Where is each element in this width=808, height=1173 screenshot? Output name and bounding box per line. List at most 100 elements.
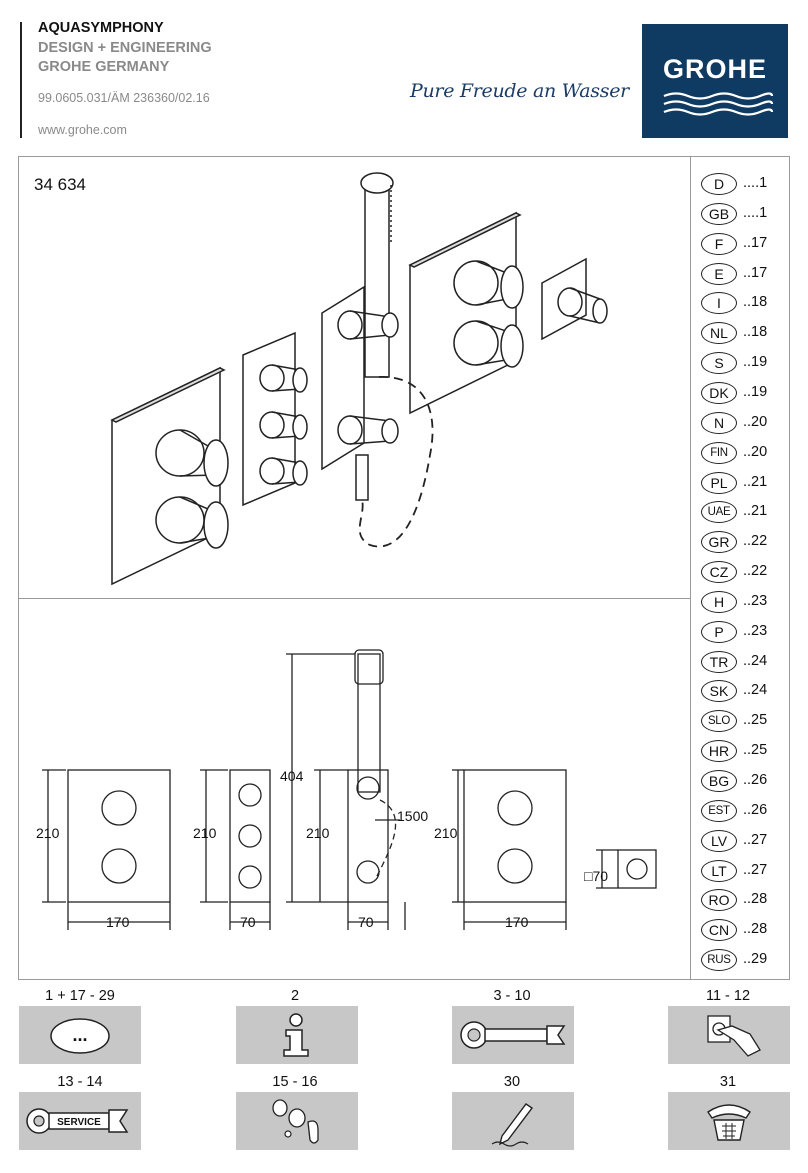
language-code-badge: CN: [701, 919, 737, 942]
ellipsis-speech-icon: ...: [50, 1018, 110, 1054]
general-section-tile[interactable]: ...: [19, 1006, 141, 1064]
language-page-number: ..24: [743, 652, 768, 669]
language-code-badge: CZ: [701, 561, 737, 584]
section-label-operation: 11 - 12: [705, 988, 751, 1004]
language-page-number: ..17: [743, 234, 768, 251]
language-entry-cz[interactable]: CZ ..22: [691, 559, 789, 587]
language-page-number: ..22: [743, 563, 768, 580]
language-entry-e[interactable]: E..17: [691, 261, 789, 289]
info-icon: [283, 1013, 309, 1057]
content-frame: [18, 156, 790, 980]
website-link[interactable]: www.grohe.com: [38, 123, 127, 137]
language-page-number: ..28: [743, 921, 768, 938]
spare-parts-section-tile[interactable]: [236, 1092, 358, 1150]
language-code-badge: E: [701, 262, 737, 285]
language-entry-bg[interactable]: BG..26: [691, 768, 789, 796]
pencil-notes-icon: [491, 1103, 534, 1147]
language-page-number: ..20: [743, 413, 768, 430]
language-entry-i[interactable]: I ..18: [691, 290, 789, 318]
dimension-drawing: [42, 649, 657, 930]
dim-height-210-b: 210: [193, 825, 217, 841]
language-entry-cn[interactable]: CN ..28: [691, 917, 789, 945]
language-page-number: ..26: [743, 772, 768, 788]
language-entry-slo[interactable]: SLO ..25: [691, 708, 789, 736]
language-code-badge: SK: [701, 680, 737, 703]
section-label-installation: 3 - 10: [493, 988, 531, 1004]
language-code-badge: HR: [701, 740, 737, 763]
language-entry-tr[interactable]: TR..24: [691, 649, 789, 677]
language-entry-est[interactable]: EST ..26: [691, 798, 789, 826]
language-page-number: ..23: [743, 592, 768, 609]
installation-section-tile[interactable]: [452, 1006, 574, 1064]
dim-height-404: 404: [280, 768, 304, 784]
language-entry-sk[interactable]: SK..24: [691, 678, 789, 706]
maintenance-section-tile[interactable]: SERVICE: [19, 1092, 141, 1150]
language-code-badge: S: [701, 352, 737, 375]
section-label-maintenance: 13 - 14: [57, 1074, 103, 1090]
language-entry-pl[interactable]: PL ..21: [691, 470, 789, 498]
language-entry-hr[interactable]: HR..25: [691, 738, 789, 766]
language-entry-fin[interactable]: FIN..20: [691, 440, 789, 468]
contact-section-tile[interactable]: [668, 1092, 790, 1150]
language-entry-ro[interactable]: RO..28: [691, 887, 789, 915]
language-entry-lt[interactable]: LT..27: [691, 858, 789, 886]
language-page-number: ..29: [743, 951, 768, 968]
notes-section-tile[interactable]: [452, 1092, 574, 1150]
logo-waves-icon: [663, 92, 774, 116]
language-entry-gr[interactable]: GR..22: [691, 529, 789, 557]
language-entry-f[interactable]: F ..17: [691, 231, 789, 259]
language-code-badge: GR: [701, 531, 737, 554]
section-label-general: 1 + 17 - 29: [45, 988, 115, 1004]
language-page-number: ..23: [743, 622, 768, 639]
language-code-badge: GB: [701, 202, 737, 225]
hand-press-button-icon: [707, 1015, 761, 1057]
language-code-badge: D: [701, 173, 737, 195]
language-entry-uae[interactable]: UAE ..21: [691, 499, 789, 527]
language-page-number: ..27: [743, 861, 768, 878]
language-entry-p[interactable]: P ..23: [691, 619, 789, 647]
section-label-contact: 31: [719, 1074, 737, 1090]
service-wrench-icon: SERVICE: [26, 1108, 129, 1134]
language-entry-gb[interactable]: GB ....1: [691, 201, 789, 229]
grohe-logo: GROHE: [642, 24, 788, 138]
language-page-number: ..19: [743, 383, 768, 400]
language-page-number: ..21: [743, 473, 768, 490]
info-section-tile[interactable]: [236, 1006, 358, 1064]
language-code-badge: SLO: [701, 710, 737, 733]
dim-height-210-d: 210: [434, 825, 458, 841]
square-symbol-icon: □: [584, 868, 593, 884]
language-entry-lv[interactable]: LV..27: [691, 828, 789, 856]
service-text: SERVICE: [57, 1117, 101, 1128]
telephone-icon: [707, 1104, 751, 1141]
language-page-number: ..18: [743, 294, 768, 311]
language-entry-h[interactable]: H..23: [691, 589, 789, 617]
language-page-number: ..25: [743, 712, 768, 729]
section-label-info: 2: [290, 988, 300, 1004]
language-page-number: ..26: [743, 801, 768, 818]
dim-hose-1500: 1500: [397, 808, 429, 824]
language-entry-rus[interactable]: RUS..29: [691, 947, 789, 975]
dim-height-210-a: 210: [36, 825, 60, 841]
dim-width-70-a: 70: [240, 914, 256, 930]
operation-section-tile[interactable]: [668, 1006, 790, 1064]
language-column-separator: [690, 156, 691, 980]
language-code-badge: F: [701, 232, 737, 255]
language-code-badge: P: [701, 620, 737, 643]
dim-square-70: □70: [584, 868, 609, 884]
language-entry-dk[interactable]: DK..19: [691, 380, 789, 408]
language-entry-s[interactable]: S..19: [691, 350, 789, 378]
language-page-number: ....1: [743, 204, 768, 221]
language-code-badge: I: [701, 292, 737, 315]
language-code-badge: UAE: [701, 501, 737, 524]
header-rule: [20, 22, 22, 138]
language-page-number: ..21: [743, 503, 768, 520]
language-entry-d[interactable]: D ....1: [691, 171, 789, 199]
language-entry-n[interactable]: N..20: [691, 410, 789, 438]
language-page-number: ..27: [743, 831, 768, 848]
logo-wordmark: GROHE: [662, 54, 767, 84]
section-divider: [18, 598, 690, 599]
language-code-badge: PL: [701, 471, 737, 494]
language-page-number: ....1: [743, 175, 768, 191]
language-code-badge: EST: [701, 799, 737, 822]
language-entry-nl[interactable]: NL..18: [691, 320, 789, 348]
